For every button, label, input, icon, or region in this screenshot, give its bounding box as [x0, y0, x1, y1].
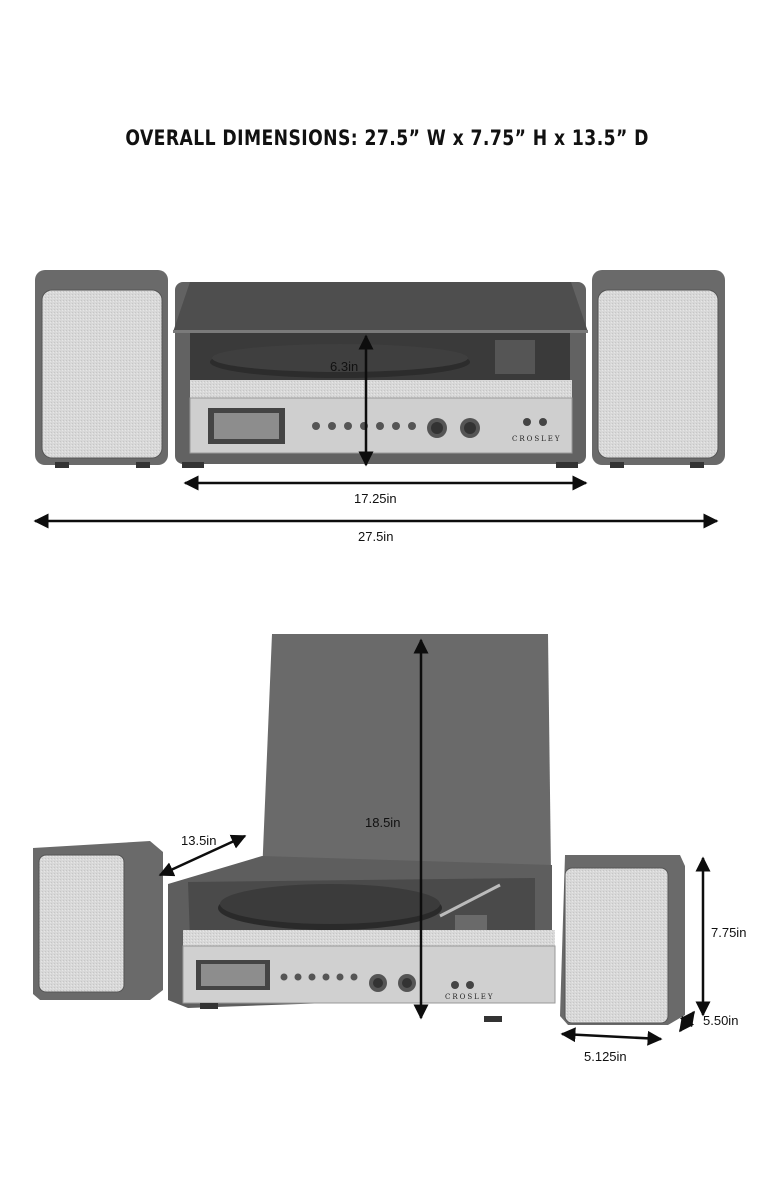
lid-height-label: 18.5in	[365, 815, 400, 830]
speaker-height-label: 7.75in	[711, 925, 746, 940]
left-speaker-open	[33, 841, 163, 1000]
speaker-width-arrow	[560, 1027, 663, 1046]
turntable-width-label: 17.25in	[354, 491, 397, 506]
speaker-width-label: 5.125in	[584, 1049, 627, 1064]
brand-logo: CROSLEY	[512, 435, 562, 443]
turntable-front: CROSLEY	[173, 282, 588, 468]
right-speaker-front	[592, 270, 725, 468]
height-label: 6.3in	[330, 359, 358, 374]
open-lid	[262, 634, 551, 875]
brand-logo-open: CROSLEY	[445, 993, 495, 1001]
overall-dimensions-title: OVERALL DIMENSIONS: 27.5” W x 7.75” H x …	[125, 126, 649, 150]
speaker-depth-label: 5.50in	[703, 1013, 738, 1028]
left-speaker-front	[35, 270, 168, 468]
depth-arrow	[158, 834, 247, 877]
overall-width-label: 27.5in	[358, 529, 393, 544]
depth-label: 13.5in	[181, 833, 216, 848]
turntable-open: CROSLEY	[168, 856, 556, 1022]
right-speaker-open	[560, 855, 685, 1025]
speaker-depth-arrow	[678, 1010, 696, 1033]
